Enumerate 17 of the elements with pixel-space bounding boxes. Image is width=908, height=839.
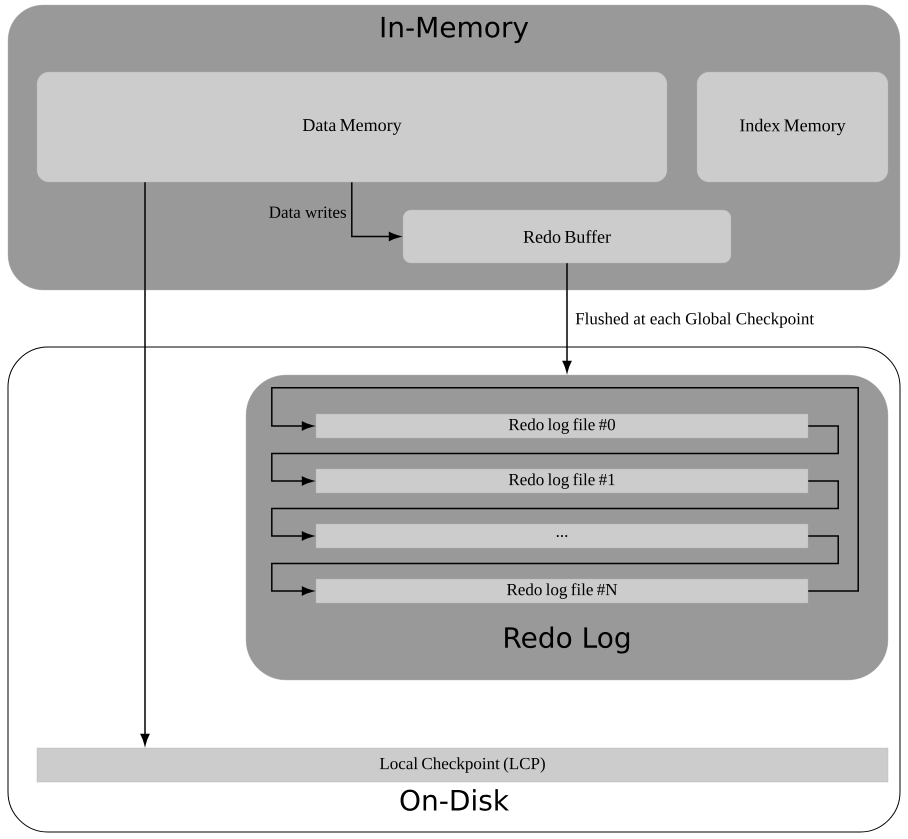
log-file-bar: ... [316, 524, 808, 548]
log-file-bar: Redo log file #1 [316, 468, 808, 494]
memory-box: Data Memory [36, 72, 668, 182]
arrow [271, 480, 839, 540]
log-file-bar: Redo log file #0 [316, 414, 808, 438]
edge-label: Data writes [269, 206, 346, 218]
log-file-bar: Local Checkpoint (LCP) [36, 748, 888, 782]
arrow [271, 535, 839, 596]
memory-box: Redo Buffer [402, 210, 732, 264]
arrow [562, 263, 572, 372]
memory-box: Index Memory [696, 72, 888, 182]
edge-label: Flushed at each Global Checkpoint [576, 312, 814, 328]
arrow [271, 387, 859, 592]
arrow [271, 425, 839, 486]
arrow [351, 182, 400, 241]
log-file-bar: Redo log file #N [316, 578, 808, 604]
arrow [140, 182, 150, 746]
